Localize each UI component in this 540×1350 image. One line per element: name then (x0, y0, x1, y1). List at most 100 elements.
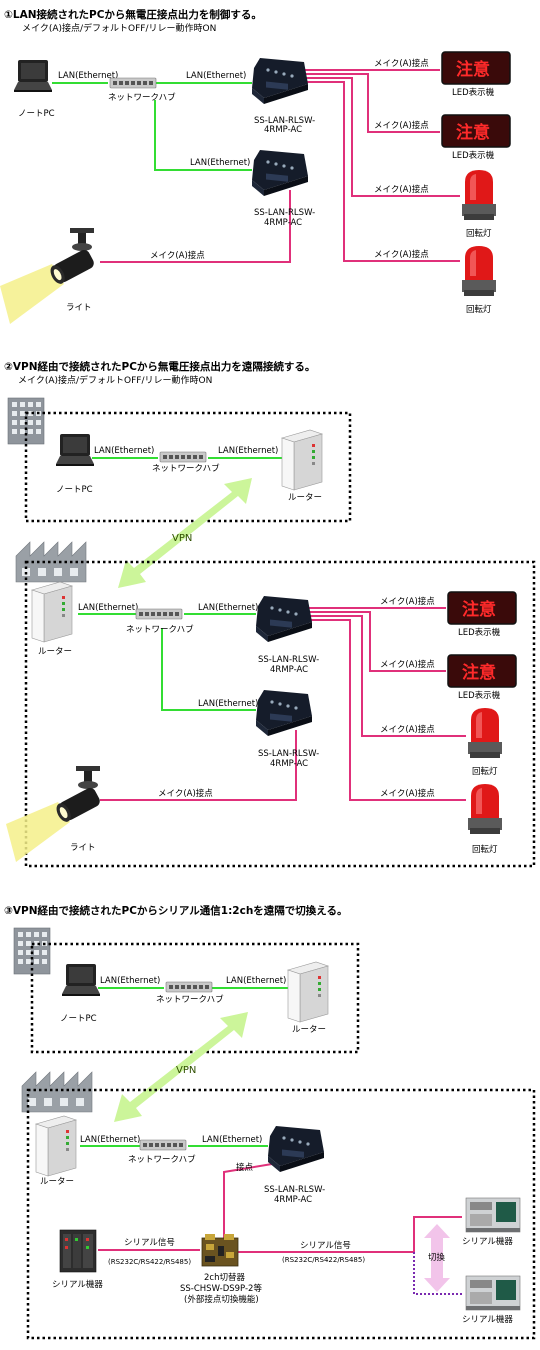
section3-device-line2: 4RMP-AC (274, 1195, 312, 1205)
laptop-icon (56, 434, 94, 466)
factory-icon (21, 1071, 93, 1113)
led-sign-text: 注意 (456, 59, 490, 80)
section2-router-label: ルーター (288, 493, 322, 503)
section1-lan-label-3: LAN(Ethernet) (190, 158, 250, 168)
section1-device2-line2: 4RMP-AC (264, 218, 302, 228)
section3-pc-label: ノートPC (60, 1014, 97, 1024)
channel-switcher-icon (201, 1233, 239, 1267)
section2-device2-line1: SS-LAN-RLSW- (258, 749, 319, 759)
serial-device-terminal-icon (465, 1275, 521, 1311)
section1-subtitle: メイク(A)接点/デフォルトOFF/リレー動作時ON (22, 22, 216, 34)
relay-device-icon (268, 1126, 324, 1172)
led-sign-text: 注意 (456, 122, 490, 143)
section3-lan-label: LAN(Ethernet) (100, 976, 160, 986)
section3-router-label: ルーター (40, 1177, 74, 1187)
section1-contact-label: メイク(A)接点 (374, 120, 429, 131)
section2-device1-line2: 4RMP-AC (270, 665, 308, 675)
section3-serial-std-label: (RS232C/RS422/RS485) (108, 1258, 191, 1266)
section3-device-line1: SS-LAN-RLSW- (264, 1185, 325, 1195)
section2-lamp-label: 回転灯 (472, 844, 498, 855)
network-hub-icon (139, 1139, 187, 1151)
section3-switcher-line2: SS-CHSW-DS9P-2等 (180, 1283, 262, 1294)
section3-serial-device-label: シリアル機器 (462, 1236, 513, 1247)
relay-device-icon (256, 596, 312, 642)
section2-led-label: LED表示機 (458, 627, 501, 638)
section1-lamp-label: 回転灯 (466, 304, 492, 315)
network-hub-icon (165, 981, 213, 993)
section1-title: ①LAN接続されたPCから無電圧接点出力を制御する。 (4, 8, 262, 21)
vpn-arrow (118, 478, 252, 588)
section1-contact-label: メイク(A)接点 (374, 58, 429, 69)
led-sign-text: 注意 (462, 662, 496, 683)
vpn-arrow (114, 1012, 248, 1122)
section3-hub-label: ネットワークハブ (128, 1154, 196, 1165)
section1-lan-label-2: LAN(Ethernet) (186, 71, 246, 81)
section1-contact-label: メイク(A)接点 (374, 249, 429, 260)
relay-device-icon (252, 58, 308, 104)
section3-vpn-label: VPN (176, 1065, 196, 1076)
router-icon (281, 429, 323, 491)
rotating-lamp-icon (468, 784, 502, 834)
section2-lan-label: LAN(Ethernet) (198, 699, 258, 709)
serial-device-terminal-icon (465, 1197, 521, 1233)
section2-factory-connections (78, 607, 466, 801)
section2-router-label: ルーター (38, 647, 72, 657)
section2-hub-label: ネットワークハブ (152, 463, 220, 474)
office-site-boundary (30, 942, 360, 1054)
section1-contact-label: メイク(A)接点 (374, 184, 429, 195)
section1-device1-line1: SS-LAN-RLSW- (254, 116, 315, 126)
section2-lan-label: LAN(Ethernet) (218, 446, 278, 456)
rotating-lamp-icon (462, 246, 496, 296)
serial-device-rack-icon (59, 1229, 97, 1273)
relay-device-icon (256, 690, 312, 736)
section3-hub-label: ネットワークハブ (156, 994, 224, 1005)
section3-switcher-line3: (外部接点切換機能) (184, 1294, 259, 1305)
section2-light-label: ライト (70, 843, 96, 853)
section3-title: ③VPN経由で接続されたPCからシリアル通信1:2chを遠隔で切換える。 (4, 904, 348, 917)
section2-subtitle: メイク(A)接点/デフォルトOFF/リレー動作時ON (18, 374, 212, 386)
network-hub-icon (135, 608, 183, 620)
network-hub-icon (109, 77, 157, 89)
section2-lan-label: LAN(Ethernet) (94, 446, 154, 456)
section1-lamp-label: 回転灯 (466, 228, 492, 239)
section3-lan-label: LAN(Ethernet) (202, 1135, 262, 1145)
router-icon (287, 961, 329, 1023)
office-site-boundary (24, 411, 352, 523)
section2-hub-label: ネットワークハブ (126, 624, 194, 635)
led-sign-text: 注意 (462, 599, 496, 620)
section2-contact-label: メイク(A)接点 (158, 788, 213, 799)
laptop-icon (62, 964, 100, 996)
section3-serial-signal-label: シリアル信号 (124, 1237, 175, 1248)
section3-lan-label: LAN(Ethernet) (80, 1135, 140, 1145)
relay-device-icon (252, 150, 308, 196)
section2-title: ②VPN経由で接続されたPCから無電圧接点出力を遠隔接続する。 (4, 360, 315, 373)
factory-site-boundary (26, 1088, 536, 1340)
section1-contact-label: メイク(A)接点 (150, 250, 205, 261)
section1-device2-line1: SS-LAN-RLSW- (254, 208, 315, 218)
switch-arrow (424, 1224, 450, 1292)
section1-led-label: LED表示機 (452, 150, 495, 161)
section3-serial-std-label: (RS232C/RS422/RS485) (282, 1256, 365, 1264)
section3-switcher-line1: 2ch切替器 (204, 1272, 245, 1283)
section2-contact-label: メイク(A)接点 (380, 724, 435, 735)
section1-hub-label: ネットワークハブ (108, 92, 176, 103)
section3-serial-device-label: シリアル機器 (52, 1279, 103, 1290)
section3-serial-device-label: シリアル機器 (462, 1314, 513, 1325)
section2-lamp-label: 回転灯 (472, 766, 498, 777)
factory-site-boundary (24, 560, 536, 868)
laptop-icon (14, 60, 52, 92)
office-building-icon (7, 397, 45, 445)
section2-vpn-label: VPN (172, 533, 192, 544)
section1-device1-line2: 4RMP-AC (264, 125, 302, 135)
section1-led-label: LED表示機 (452, 87, 495, 98)
section1-pc-label: ノートPC (18, 109, 55, 119)
router-icon (31, 581, 73, 643)
section3-serial-signal-label: シリアル信号 (300, 1240, 351, 1251)
router-icon (35, 1115, 77, 1177)
section3-factory-connections (80, 1145, 462, 1295)
network-hub-icon (159, 451, 207, 463)
office-building-icon (13, 927, 51, 975)
section1-connections (52, 69, 460, 263)
section3-switch-label: 切換 (428, 1252, 446, 1263)
section2-lan-label: LAN(Ethernet) (78, 603, 138, 613)
